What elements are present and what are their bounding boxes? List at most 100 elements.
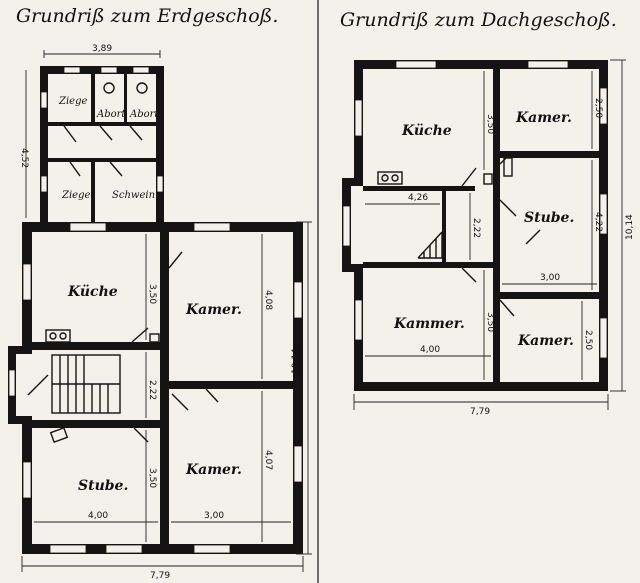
porch-wall-top (8, 346, 32, 354)
chimney-ground (149, 333, 160, 343)
dim-stube-height: 3,50 (147, 468, 157, 488)
dim-kamer2-width: 3,00 (204, 511, 224, 521)
house-wall-right (293, 222, 303, 554)
window-kamer2-bottom (193, 544, 231, 554)
annex-door-2 (99, 125, 113, 141)
window-kamer1-top (193, 222, 231, 232)
attic-dim-right-height: 10,14 (625, 214, 635, 240)
ground-floor-plan: Ziege Abort Abort Ziege Schwein (8, 44, 312, 581)
attic-door-kamer1 (499, 151, 513, 165)
room-ziege-1: Ziege (58, 96, 87, 107)
attic-wall-top (354, 60, 608, 69)
dim-right-height: 10,14 (291, 348, 301, 374)
window-stube-bottom-1 (49, 544, 87, 554)
attic-dim-bottom-width: 7,79 (470, 407, 490, 417)
annex-window-6 (156, 175, 164, 193)
house-wall-top (22, 222, 303, 232)
attic-dim-kamer2-height: 2,50 (583, 330, 593, 350)
attic-door-stube (499, 199, 517, 217)
dim-bottom-width: 7,79 (150, 571, 170, 581)
door-kamer2 (171, 393, 189, 411)
stair-stube-wall (32, 420, 160, 428)
toilet-seat-1 (103, 82, 115, 94)
room-schwein: Schwein (112, 190, 155, 201)
annex-partition-2 (124, 74, 127, 122)
attic-dim-stube-width: 3,00 (540, 273, 560, 283)
attic-window-kueche-top (395, 60, 437, 69)
ground-floor-title: Grundriß zum Erdgeschoß. (16, 5, 278, 27)
attic-dim-kammer-height: 3,50 (485, 312, 495, 332)
door-kamer1 (168, 251, 183, 269)
porch-wall-bottom (8, 416, 32, 424)
attic-kamer2-wall (500, 292, 599, 299)
annex-door-5 (109, 161, 123, 177)
attic-dim-kamer1-height: 2,50 (593, 98, 603, 118)
attic-center-wall (493, 69, 500, 382)
chimney-attic (483, 173, 493, 185)
attic-dim-kueche-height: 3,50 (485, 114, 495, 134)
dim-kamer2-height: 4,07 (263, 450, 273, 470)
window-kueche-left (22, 263, 32, 301)
annex-wall-mid (48, 122, 156, 126)
staircase-attic (417, 231, 443, 259)
stove-ground (45, 329, 71, 343)
annex-window-4 (40, 91, 48, 109)
door-kueche (131, 327, 149, 343)
room-stube-ground: Stube. (78, 478, 128, 494)
attic-hall-bottom-wall (363, 262, 493, 268)
room-kamer-attic-2: Kamer. (517, 333, 574, 349)
attic-floor-plan: Küche Kamer. Stube. Kammer. Kamer. 3,50 … (342, 59, 635, 417)
window-stube-bottom-2 (105, 544, 143, 554)
attic-dim-kammer-width: 4,00 (420, 345, 440, 355)
dim-stair-height: 2,22 (147, 380, 157, 400)
annex-window-5 (40, 175, 48, 193)
attic-door-kamer2 (499, 299, 515, 317)
attic-window-kamer1-top (527, 60, 569, 69)
room-kamer-attic-1: Kamer. (515, 110, 572, 126)
annex-wall-right (156, 66, 164, 222)
annex-partition-3 (91, 162, 95, 222)
center-wall (160, 232, 169, 544)
attic-dim-hall-width: 4,26 (408, 193, 428, 203)
annex-partition-1 (91, 74, 95, 122)
room-kamer-ground-1: Kamer. (185, 302, 242, 318)
annex-door-4 (69, 161, 81, 177)
attic-window-hall-left (342, 205, 351, 247)
attic-dim-hall-height: 2,22 (471, 218, 481, 238)
room-kueche-ground: Küche (67, 284, 118, 300)
annex-wall-left (40, 66, 48, 222)
dim-kueche-height: 3,50 (147, 284, 157, 304)
annex-window-2 (100, 66, 118, 74)
attic-wall-bottom (354, 382, 608, 391)
door-kamer2b (205, 388, 219, 403)
attic-oven (503, 157, 513, 177)
window-kueche-top (69, 222, 107, 232)
attic-window-right-3 (599, 317, 608, 359)
room-kammer-attic: Kammer. (393, 316, 465, 332)
porch-window (8, 369, 16, 397)
toilet-seat-2 (136, 82, 148, 94)
stove-attic (377, 171, 403, 185)
dim-top-width: 3,89 (92, 44, 112, 54)
attic-window-kammer-left (354, 299, 363, 341)
attic-window-right-2 (599, 193, 608, 235)
stube-oven (49, 427, 69, 443)
attic-floor-title: Grundriß zum Dachgeschoß. (340, 9, 617, 31)
attic-window-right-1 (599, 87, 608, 125)
kitchen-stair-wall (32, 342, 160, 350)
window-stube-left (22, 461, 32, 499)
dim-kamer1-height: 4,08 (263, 290, 273, 310)
annex-door-3 (129, 125, 143, 141)
room-abort-1: Abort (96, 109, 126, 120)
room-abort-2: Abort (129, 109, 159, 120)
house-wall-bottom (22, 544, 303, 554)
window-kamer2-right (293, 445, 303, 483)
window-kamer1-right (293, 281, 303, 319)
attic-window-kueche-left (354, 99, 363, 137)
attic-hall-top-wall (363, 186, 475, 191)
annex-wall-lower (48, 158, 156, 162)
room-kueche-attic: Küche (401, 123, 452, 139)
staircase-ground (27, 354, 121, 414)
attic-door-kueche (461, 167, 477, 187)
